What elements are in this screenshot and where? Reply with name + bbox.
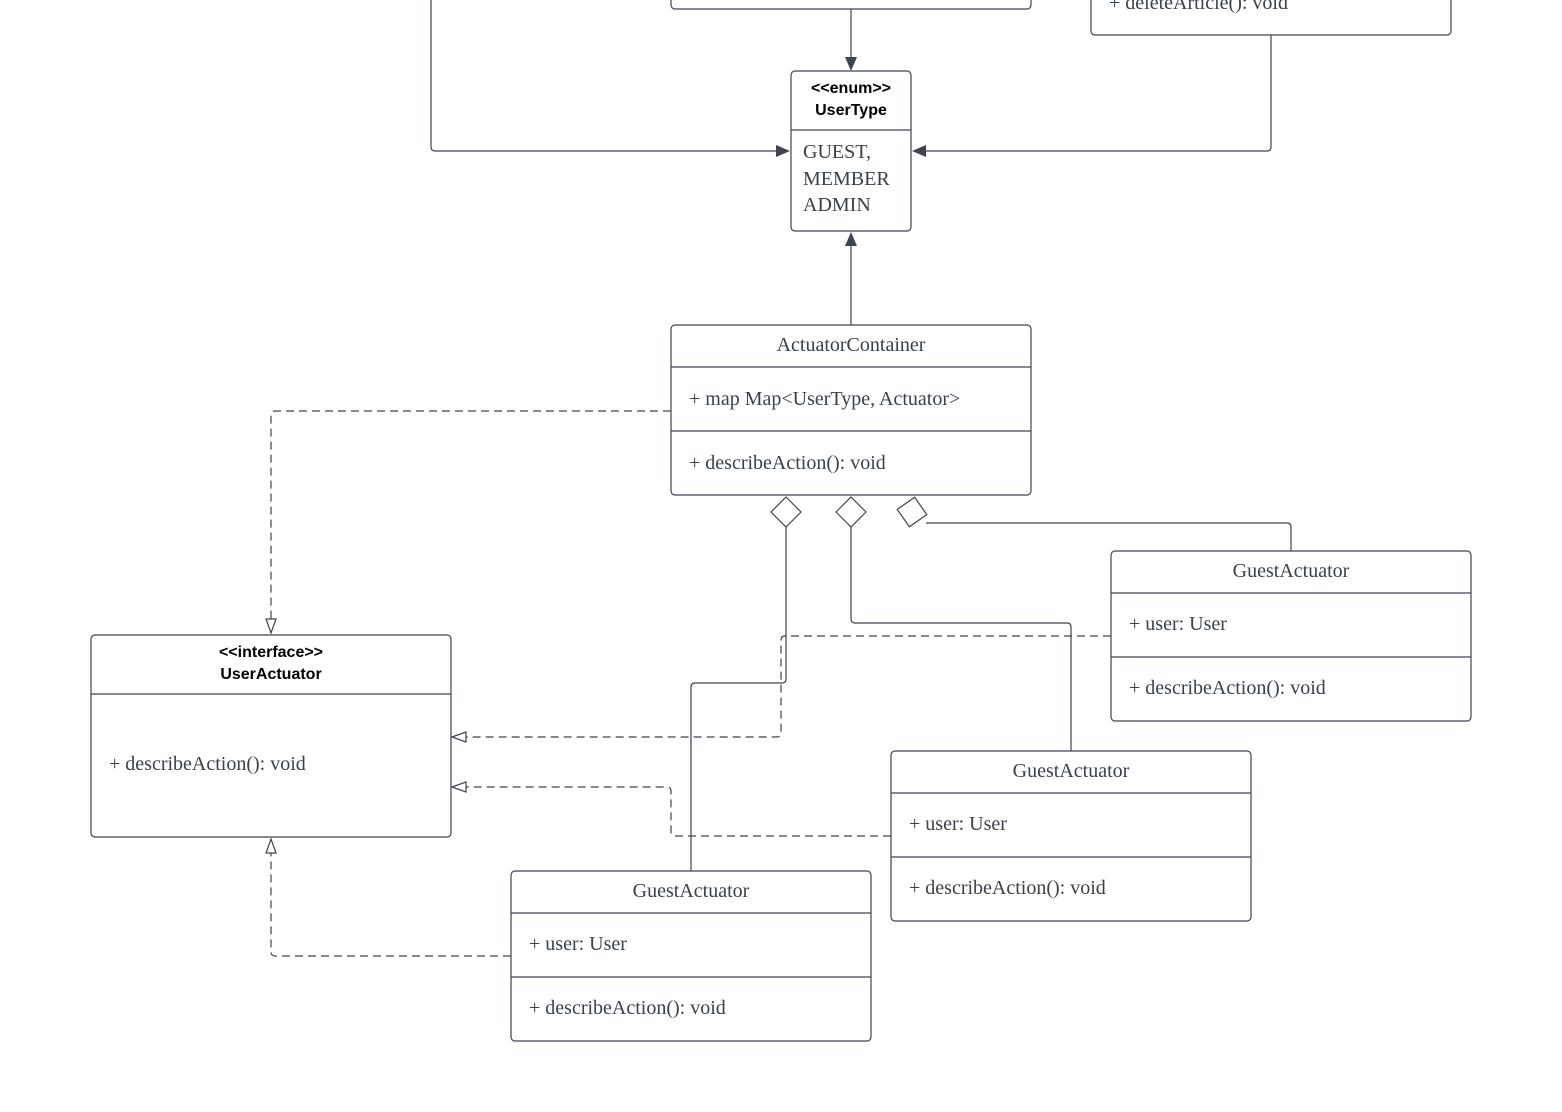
class-attribute: + user: User bbox=[1129, 613, 1227, 635]
aggregation-diamond-icon bbox=[770, 496, 802, 528]
actuator-container-class[interactable]: ActuatorContainer + map Map<UserType, Ac… bbox=[670, 324, 1032, 496]
class-name: GuestActuator bbox=[1233, 560, 1350, 582]
interface-method: + describeAction(): void bbox=[109, 753, 306, 775]
guest-actuator-class[interactable]: GuestActuator + user: User + describeAct… bbox=[510, 870, 872, 1042]
arrow-head-icon bbox=[845, 57, 857, 71]
interface-name: UserActuator bbox=[220, 666, 321, 683]
enum-value: GUEST, bbox=[803, 141, 871, 163]
class-method: + describeAction(): void bbox=[1129, 677, 1326, 699]
arrow-head-icon bbox=[776, 145, 790, 157]
aggregation-line bbox=[926, 522, 1292, 551]
arrow-head-icon bbox=[845, 232, 857, 246]
open-arrow-icon bbox=[265, 618, 277, 635]
guest-actuator-class[interactable]: GuestActuator + user: User + describeAct… bbox=[1110, 550, 1472, 722]
user-type-enum[interactable]: <<enum>> UserType GUEST, MEMBER ADMIN bbox=[790, 70, 912, 232]
aggregation-line bbox=[690, 527, 787, 871]
open-arrow-icon bbox=[450, 731, 467, 743]
interface-stereotype: <<interface>> bbox=[219, 644, 323, 661]
dependency-line bbox=[270, 410, 671, 620]
enum-stereotype: <<enum>> bbox=[811, 80, 891, 97]
class-attribute: + map Map<UserType, Actuator> bbox=[689, 388, 960, 410]
class-method: + describeAction(): void bbox=[909, 877, 1106, 899]
class-name: GuestActuator bbox=[1013, 760, 1130, 782]
open-arrow-icon bbox=[265, 837, 277, 854]
association-line-right bbox=[926, 35, 1272, 152]
aggregation-diamond-icon bbox=[835, 496, 867, 528]
class-name: ActuatorContainer bbox=[777, 334, 926, 356]
class-attribute: + user: User bbox=[529, 933, 627, 955]
enum-value: MEMBER bbox=[803, 168, 890, 190]
class-method: + describeAction(): void bbox=[529, 997, 726, 1019]
class-name: GuestActuator bbox=[633, 880, 750, 902]
aggregation-line bbox=[850, 527, 1072, 751]
aggregation-diamond-icon bbox=[896, 496, 928, 528]
association-line-left bbox=[430, 0, 776, 152]
guest-actuator-class[interactable]: GuestActuator + user: User + describeAct… bbox=[890, 750, 1252, 922]
realization-line bbox=[466, 786, 891, 837]
open-arrow-icon bbox=[450, 781, 467, 793]
realization-line bbox=[270, 853, 511, 957]
enum-name: UserType bbox=[815, 102, 887, 119]
user-actuator-interface[interactable]: <<interface>> UserActuator + describeAct… bbox=[90, 634, 452, 838]
arrow-head-icon bbox=[912, 145, 926, 157]
class-method: + describeAction(): void bbox=[689, 452, 886, 474]
top-right-method: + deleteArticle(): void bbox=[1109, 0, 1288, 14]
class-attribute: + user: User bbox=[909, 813, 1007, 835]
top-left-class-box[interactable] bbox=[670, 0, 1032, 10]
enum-value: ADMIN bbox=[803, 194, 871, 216]
realization-line bbox=[466, 635, 1111, 738]
